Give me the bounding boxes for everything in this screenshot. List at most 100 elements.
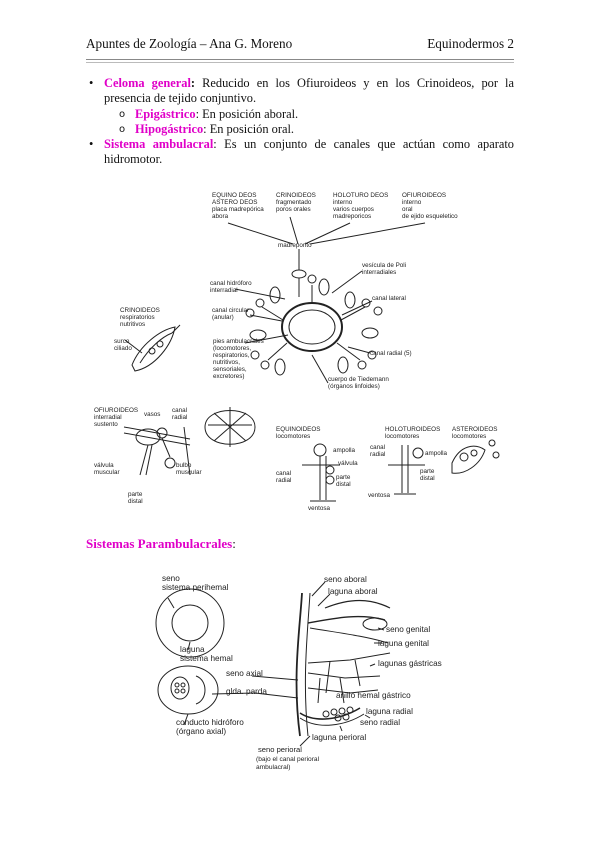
- sub-marker: o: [119, 123, 126, 135]
- label-ofiu-tejido: de ejido esqueletico: [402, 213, 458, 220]
- section-title-parambulacrales: Sistemas Parambulacrales:: [86, 536, 236, 552]
- label-crinoideos-frag: fragmentado: [276, 199, 312, 206]
- label-laguna-genital: laguna genital: [378, 639, 429, 648]
- label-canal-radial2b: radial: [276, 477, 291, 484]
- label-canal-radial2: canal: [276, 470, 291, 477]
- text-epigastrico: : En posición aboral.: [195, 106, 299, 121]
- label-ofiu-interno: interno: [402, 199, 422, 206]
- label-canal-anular: (anular): [212, 314, 234, 321]
- term-epigastrico: Epigástrico: [135, 106, 196, 121]
- label-ampolla: ampolla: [333, 447, 356, 454]
- label-holot-title: HOLOTURO DEOS: [333, 192, 388, 199]
- sub-epigastrico: o Epigástrico: En posición aboral.: [86, 107, 514, 122]
- label-canal-hidroforo-inter: interradial: [210, 287, 238, 294]
- figure-parambulacral-systems: seno sistema perihemal laguna sistema he…: [155, 574, 442, 771]
- bullet-dot: •: [89, 137, 94, 152]
- label-seno-perioral-sub2: ambulacral): [256, 764, 290, 771]
- label-parte-distal2: distal: [128, 498, 143, 505]
- label-crinoideos2-resp: respiratorios: [120, 314, 155, 321]
- label-holoturoideos2: HOLOTUROIDEOS: [385, 426, 440, 433]
- label-canal-hidroforo: canal hidróforo: [210, 280, 252, 287]
- label-equino-plate: placa madrepórica: [212, 206, 264, 213]
- label-tiedemann: cuerpo de Tiedemann: [328, 376, 389, 383]
- label-seno-radial: seno radial: [360, 718, 400, 727]
- sub-hipogastrico: o Hipogástrico: En posición oral.: [86, 122, 514, 137]
- label-tiedemann-sub: (órganos linfoides): [328, 383, 380, 390]
- label-pies-5: excretores): [213, 373, 245, 380]
- label-holot-interno: interno: [333, 199, 353, 206]
- label-laguna-radial: laguna radial: [366, 707, 413, 716]
- label-surco: surco: [114, 338, 130, 345]
- label-vesicula-inter: interradiales: [362, 269, 396, 276]
- label-ofiu-title: OFIUROIDEOS: [402, 192, 446, 199]
- label-organo-axial: (órgano axial): [176, 727, 226, 736]
- label-valvula: válvula: [94, 462, 114, 469]
- page-header: Apuntes de Zoología – Ana G. Moreno Equi…: [86, 34, 514, 52]
- label-ofiu2-inter: interradial: [94, 414, 122, 421]
- label-sistema-perihemal: sistema perihemal: [162, 583, 229, 592]
- main-text: • Celoma general: Reducido en los Ofiuro…: [86, 76, 514, 168]
- label-anillo-hemal: anillo hemal gástrico: [336, 691, 411, 700]
- header-chapter: Equinodermos 2: [427, 36, 514, 51]
- label-holot-varios: varios cuerpos: [333, 206, 374, 213]
- term-celoma: Celoma general: [104, 76, 191, 90]
- label-sistema-hemal: sistema hemal: [180, 654, 233, 663]
- label-ampolla3: ampolla: [425, 450, 448, 457]
- label-canal-radial-b: canal: [172, 407, 187, 414]
- term-ambulacral: Sistema ambulacral: [104, 137, 214, 152]
- label-vesicula-poli: vesícula de Poli: [362, 262, 406, 269]
- label-seno-aboral: seno aboral: [324, 575, 367, 584]
- label-crinoideos2: CRINOIDEOS: [120, 307, 160, 314]
- figure-ambulacral-system: EQUINO DEOS ASTERO DEOS placa madrepóric…: [94, 192, 500, 512]
- label-equino-sub: ASTERO DEOS: [212, 199, 258, 206]
- header-title: Apuntes de Zoología – Ana G. Moreno: [86, 36, 293, 51]
- label-equino-aboral: abora: [212, 213, 229, 220]
- label-parte-distal: parte: [128, 491, 143, 498]
- label-parte-distal3b: distal: [420, 475, 435, 482]
- label-madreporito: madreporito: [278, 242, 312, 249]
- label-lagunas-gastricas: lagunas gástricas: [378, 659, 442, 668]
- label-ciliado: ciliado: [114, 345, 132, 352]
- label-equinoideos-loc: locomotores: [276, 433, 310, 440]
- section-term: Sistemas Parambulacrales: [86, 536, 233, 551]
- section-colon: :: [232, 536, 236, 551]
- text-ambulacral: : Es un conjunto de canales que actúan c…: [104, 137, 514, 167]
- label-laguna-aboral: laguna aboral: [328, 587, 378, 596]
- label-pies-2: respiratorios,: [213, 352, 250, 359]
- sub-marker: o: [119, 108, 126, 120]
- label-seno-axial: seno axial: [226, 669, 263, 678]
- label-equino-title: EQUINO DEOS: [212, 192, 256, 199]
- label-crinoideos-poros: poros orales: [276, 206, 311, 213]
- label-crinoideos2-nutr: nutritivos: [120, 321, 145, 328]
- header-rule-secondary: [86, 62, 514, 63]
- label-laguna-perioral: laguna perioral: [312, 733, 366, 742]
- label-pies-3: nutritivos,: [213, 359, 240, 366]
- text-hipogastrico: : En posición oral.: [203, 121, 295, 136]
- label-ventosa: ventosa: [308, 505, 331, 512]
- figure2-labels: seno sistema perihemal laguna sistema he…: [162, 574, 442, 771]
- label-bulbo: bulbo: [176, 462, 192, 469]
- label-pies-title: pies ambulacrales: [213, 338, 264, 345]
- label-seno-perioral: seno perioral: [258, 745, 302, 754]
- label-holot2-loc: locomotores: [385, 433, 419, 440]
- bullet-ambulacral: • Sistema ambulacral: Es un conjunto de …: [86, 137, 514, 168]
- label-vasos: vasos: [144, 411, 160, 418]
- label-seno-perioral-sub: (bajo el canal perioral: [256, 756, 320, 763]
- label-seno-genital: seno genital: [386, 625, 430, 634]
- label-canal-circular: canal circular: [212, 307, 249, 314]
- label-canal-radial3b: radial: [370, 451, 385, 458]
- term-hipogastrico: Hipogástrico: [135, 121, 204, 136]
- label-bulbo-musc: muscular: [176, 469, 202, 476]
- label-canal-lateral: canal lateral: [372, 295, 406, 302]
- label-equinoideos: EQUINOIDEOS: [276, 426, 320, 433]
- term-celoma-colon: :: [190, 76, 196, 90]
- label-canal-radial: canal radial (5): [370, 350, 412, 357]
- bullet-dot: •: [89, 76, 94, 90]
- label-holot-madre: madreporicos: [333, 213, 371, 220]
- label-ventosa3: ventosa: [368, 492, 391, 499]
- label-pies-1: (locomotores,: [213, 345, 251, 352]
- label-ofiu-oral: oral: [402, 206, 413, 213]
- label-asteroideos-loc: locomotores: [452, 433, 486, 440]
- label-valvula-musc: muscular: [94, 469, 120, 476]
- label-canal-radial3: canal: [370, 444, 385, 451]
